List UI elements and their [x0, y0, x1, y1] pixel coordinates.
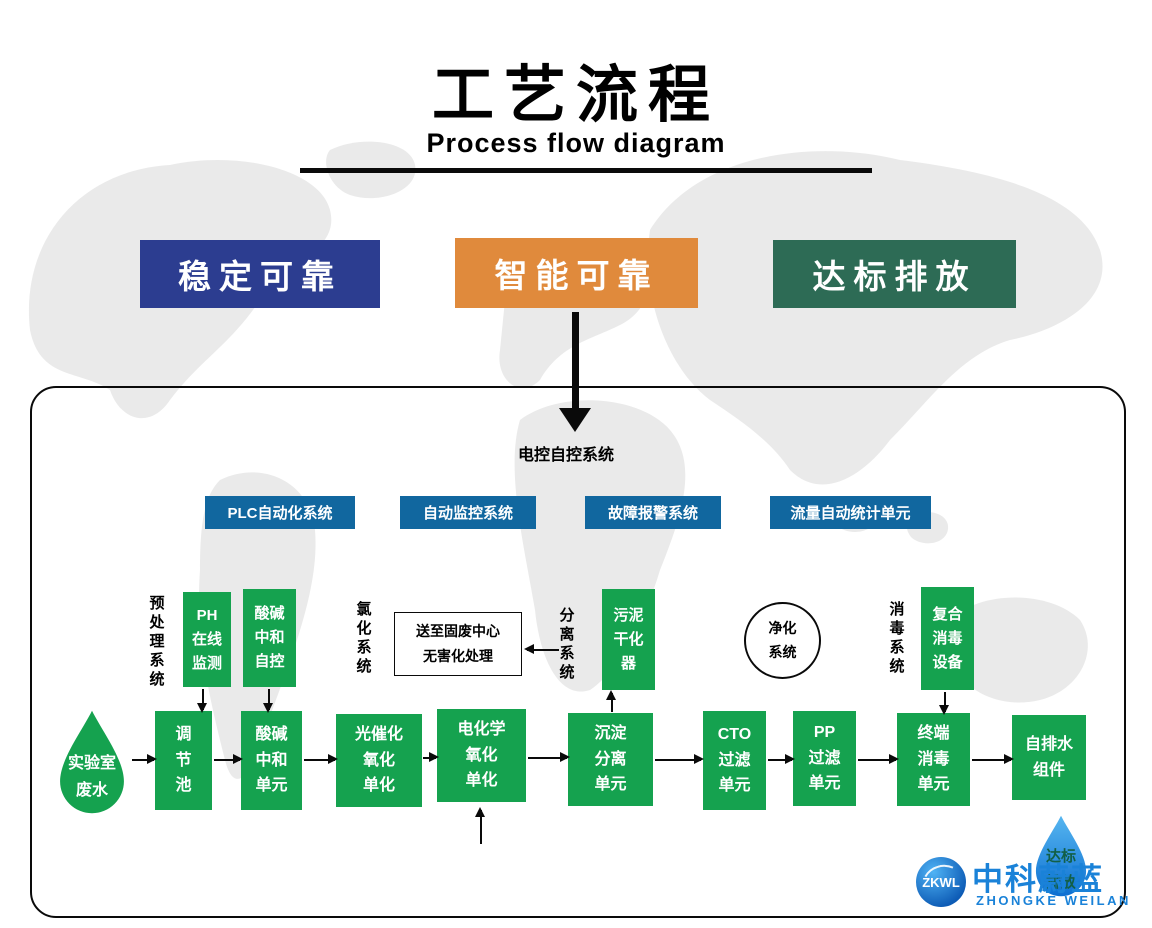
stage-photocatalytic-oxidation-unit: 光催化 氧化 单化 [336, 714, 422, 807]
subsystem-fault-alarm: 故障报警系统 [585, 496, 721, 529]
stage-pp-filter-unit: PP 过滤 单元 [793, 711, 856, 806]
arrow-right-2 [214, 754, 243, 764]
logo-company-subname: ZHONGKE WEILAN [976, 893, 1131, 908]
logo-badge: ZKWL [916, 857, 966, 907]
water-drop-icon [60, 710, 124, 814]
banner-smart-reliable: 智能可靠 [455, 238, 698, 308]
arrow-up-sludge-dryer [606, 690, 616, 712]
banner-stable-reliable: 稳定可靠 [140, 240, 380, 308]
stage-electrochemical-oxidation-unit: 电化学 氧化 单化 [437, 709, 526, 802]
big-down-arrow-line [572, 312, 579, 412]
title-underline [300, 168, 872, 173]
arrow-right-3 [304, 754, 338, 764]
page-title: 工艺流程 [431, 61, 720, 130]
arrow-up-electrochemical [475, 807, 485, 844]
arrow-right-4 [423, 752, 439, 762]
subsystem-plc: PLC自动化系统 [205, 496, 355, 529]
arrow-left-solid-waste [524, 644, 559, 654]
stage-sedimentation-separation-unit: 沉淀 分离 单元 [568, 713, 653, 806]
aux-compound-disinfection-equipment: 复合 消毒 设备 [921, 587, 974, 690]
section-label-chlorination: 氯 化 系 统 [356, 601, 372, 675]
stage-regulating-tank: 调 节 池 [155, 711, 212, 810]
arrow-right-6 [655, 754, 704, 764]
banner-standard-discharge: 达标排放 [773, 240, 1016, 308]
logo-water-drop: 达标 排放 [1028, 800, 1094, 912]
arrow-right-7 [768, 754, 795, 764]
source-drop-label: 实验室 废水 [67, 755, 116, 800]
stage-acid-base-neutralize-unit: 酸碱 中和 单元 [241, 711, 302, 810]
source-drop-lab-wastewater: 实验室 废水 [50, 698, 134, 826]
stage-terminal-disinfection-unit: 终端 消毒 单元 [897, 713, 970, 806]
stage-cto-filter-unit: CTO 过滤 单元 [703, 711, 766, 810]
arrow-right-1 [132, 754, 157, 764]
arrow-right-9 [972, 754, 1014, 764]
aux-ph-online-monitor: PH 在线 监测 [183, 592, 231, 687]
stage-self-drain-assembly: 自排水 组件 [1012, 715, 1086, 800]
arrow-down-acid-base [263, 689, 273, 713]
logo-drop-label: 达标 排放 [1045, 848, 1076, 891]
page-subtitle: Process flow diagram [426, 128, 726, 158]
aux-sludge-dryer: 污泥 干化 器 [602, 589, 655, 690]
arrow-down-ph-monitor [197, 689, 207, 713]
subsystem-auto-monitor: 自动监控系统 [400, 496, 536, 529]
section-label-separation: 分 离 系 统 [559, 607, 575, 681]
arrow-down-compound-disinfection [939, 692, 949, 715]
section-label-disinfection: 消 毒 系 统 [889, 601, 905, 675]
arrow-right-8 [858, 754, 899, 764]
subsystem-flow-statistics: 流量自动统计单元 [770, 496, 931, 529]
solid-waste-note: 送至固废中心 无害化处理 [394, 612, 522, 676]
blue-drop-icon [1035, 815, 1087, 897]
arrow-right-5 [528, 752, 570, 762]
big-down-arrow-head [559, 408, 591, 432]
logo-company-name: 中科蔚蓝 [972, 862, 1104, 897]
section-label-pretreatment: 预 处 理 系 统 [149, 595, 165, 688]
aux-acid-base-auto-control: 酸碱 中和 自控 [243, 589, 296, 687]
control-system-title: 电控自控系统 [517, 447, 614, 464]
section-label-purification-circle: 净化 系统 [744, 602, 821, 679]
